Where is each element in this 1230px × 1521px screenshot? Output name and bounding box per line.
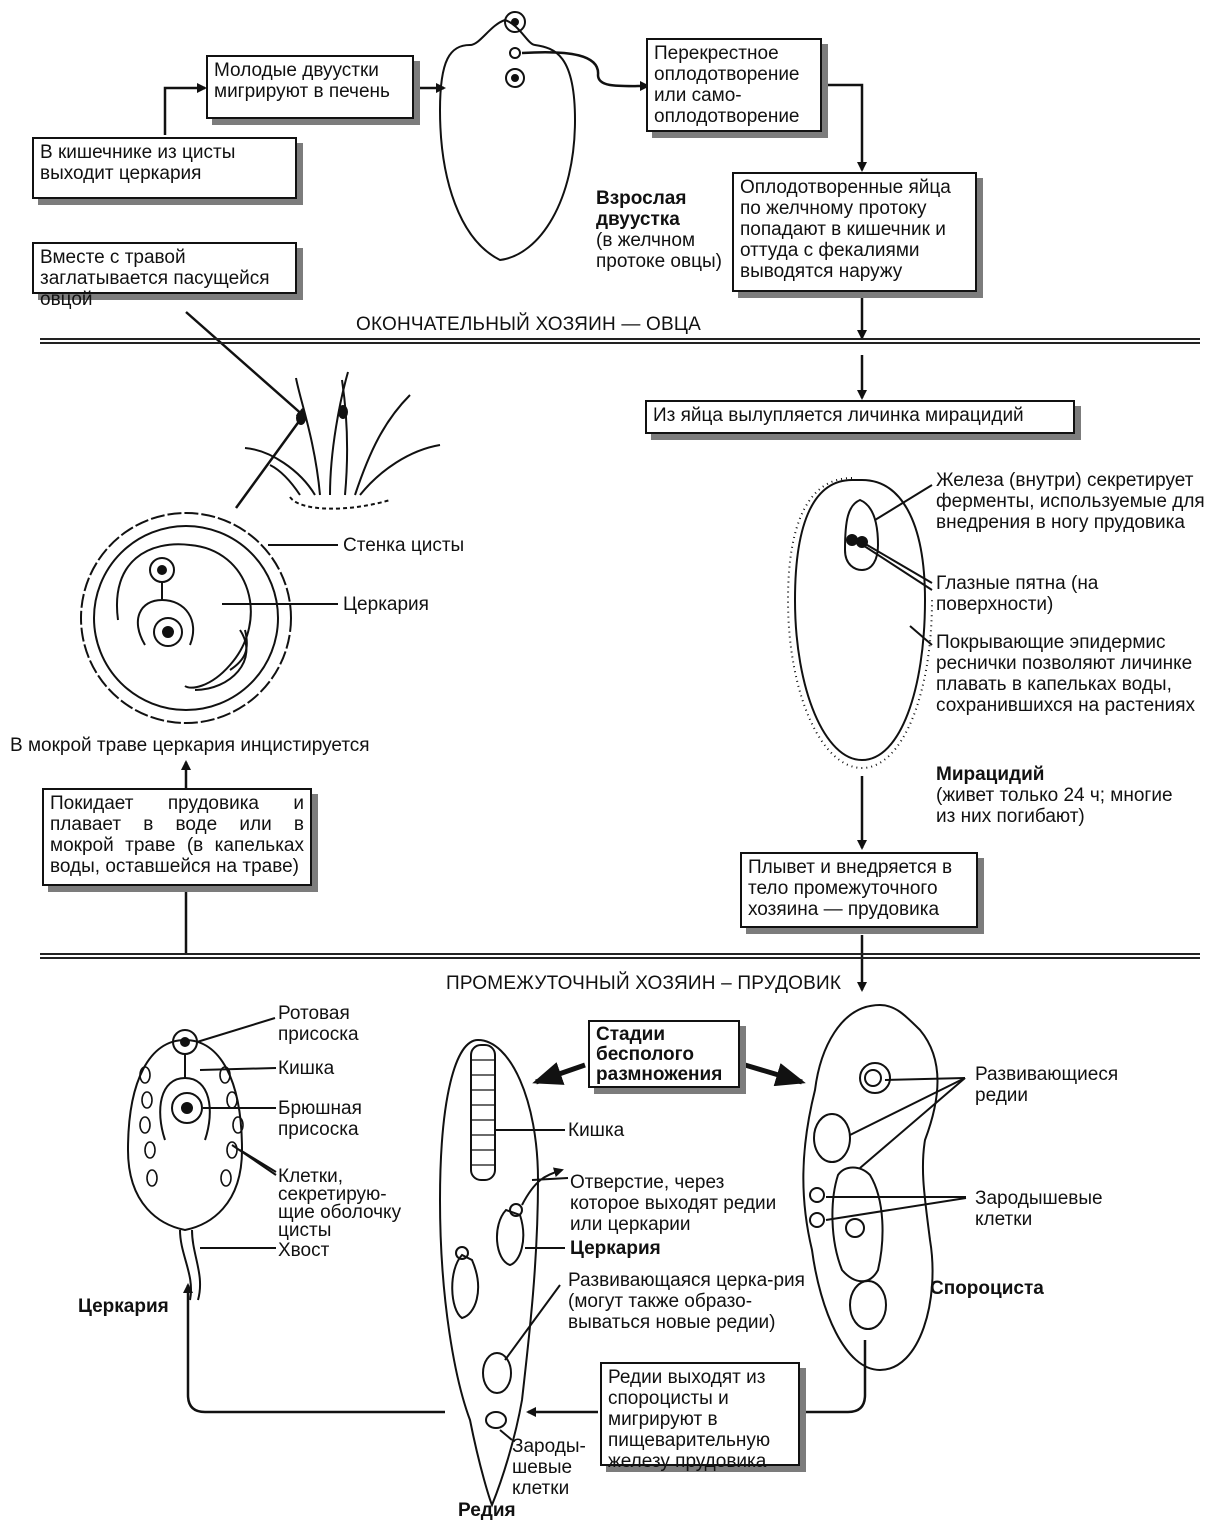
gland-label: Железа (внутри) секретирует ферменты, ис…: [936, 470, 1226, 533]
eyespots-label: Глазные пятна (на поверхности): [936, 573, 1136, 615]
final-host-heading: ОКОНЧАТЕЛЬНЫЙ ХОЗЯИН — ОВЦА: [356, 314, 701, 336]
redia-germ-cells-label: Зароды-шевые клетки: [512, 1436, 592, 1499]
cercaria-title: Церкария: [78, 1296, 169, 1317]
opening-label: Отверстие, через которое выходят редии и…: [570, 1172, 780, 1235]
developing-cercaria-label: Развивающаяся церка-рия (могут также обр…: [568, 1270, 818, 1333]
adult-fluke-note: (в желчном протоке овцы): [596, 230, 726, 272]
cyst-cercaria-label: Церкария: [343, 594, 429, 615]
sporocyst-body: [803, 1005, 966, 1370]
intermediate-host-divider: [40, 953, 1200, 959]
redia-cercaria-label: Церкария: [570, 1238, 661, 1259]
tail-label: Хвост: [278, 1240, 329, 1261]
redia-exit-box: Редии выходят из спороцисты и мигрируют …: [600, 1362, 800, 1466]
cyst: [81, 513, 338, 723]
young-flukes-box: Молодые двуустки мигрируют в печень: [206, 55, 414, 119]
grass: [245, 372, 440, 509]
cercaria-gut-label: Кишка: [278, 1058, 334, 1079]
intermediate-host-heading: ПРОМЕЖУТОЧНЫЙ ХОЗЯИН – ПРУДОВИК: [446, 973, 841, 995]
redia-title: Редия: [458, 1500, 516, 1521]
developing-rediae-label: Развивающиеся редии: [975, 1064, 1145, 1106]
final-host-divider: [40, 338, 1200, 344]
cross-fertilization-box: Перекрестное оплодотворение или само-опл…: [646, 38, 822, 132]
cercaria-exits-box: В кишечнике из цисты выходит церкария: [32, 137, 297, 199]
swallowed-box: Вместе с травой заглатывается пасущейся …: [32, 242, 297, 294]
ventral-sucker-label: Брюшная присоска: [278, 1098, 388, 1140]
miracidium-title: Мирацидий: [936, 764, 1044, 785]
redia-gut-label: Кишка: [568, 1120, 624, 1141]
asexual-reproduction-box: Стадии бесполого размножения: [588, 1020, 740, 1088]
cercaria-body: [128, 1018, 276, 1300]
cyst-wall-label: Стенка цисты: [343, 535, 464, 556]
miracidium: [788, 478, 932, 768]
miracidium-hatch-box: Из яйца вылупляется личинка мирацидий: [645, 400, 1075, 434]
cyst-cells-label: Клетки, секретирую-щие оболочку цисты: [278, 1168, 418, 1240]
sporocyst-title: Спороциста: [930, 1278, 1044, 1299]
miracidium-note: (живет только 24 ч; многие из них погиба…: [936, 785, 1186, 827]
adult-fluke-title: Взрослая двуустка: [596, 188, 716, 230]
cyst-caption: В мокрой траве церкария инцистируется: [10, 735, 370, 756]
oral-sucker-label: Ротовая присоска: [278, 1003, 388, 1045]
cilia-label: Покрывающие эпидермис реснички позволяют…: [936, 632, 1196, 716]
eggs-out-box: Оплодотворенные яйца по желчному протоку…: [732, 172, 977, 292]
leaves-snail-box: Покидает прудовика и плавает в воде или …: [42, 788, 312, 886]
sporocyst-germ-cells-label: Зародышевые клетки: [975, 1188, 1155, 1230]
adult-fluke: [440, 12, 575, 260]
swims-into-box: Плывет и внедряется в тело промежуточног…: [740, 852, 978, 928]
